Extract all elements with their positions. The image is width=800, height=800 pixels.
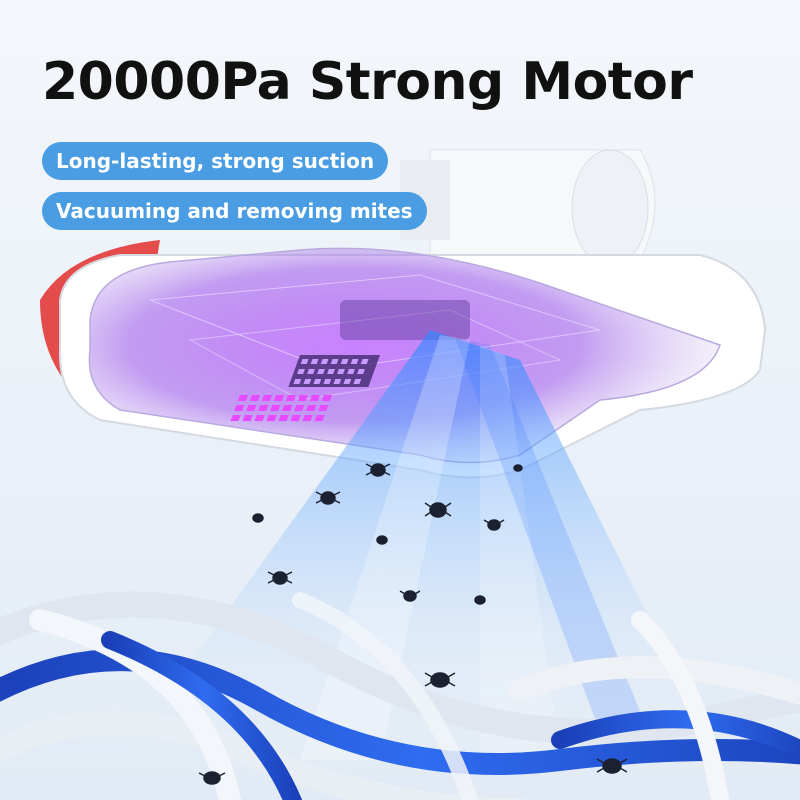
- uv-lamp-icon: [230, 355, 380, 421]
- headline: 20000Pa Strong Motor: [42, 52, 693, 112]
- fabric-fibers: [0, 591, 800, 800]
- mite-icon: [198, 463, 628, 785]
- feature-badge-suction: Long-lasting, strong suction: [42, 142, 389, 180]
- vacuum-handle: [400, 149, 656, 267]
- feature-badge-mites: Vacuuming and removing mites: [42, 192, 427, 230]
